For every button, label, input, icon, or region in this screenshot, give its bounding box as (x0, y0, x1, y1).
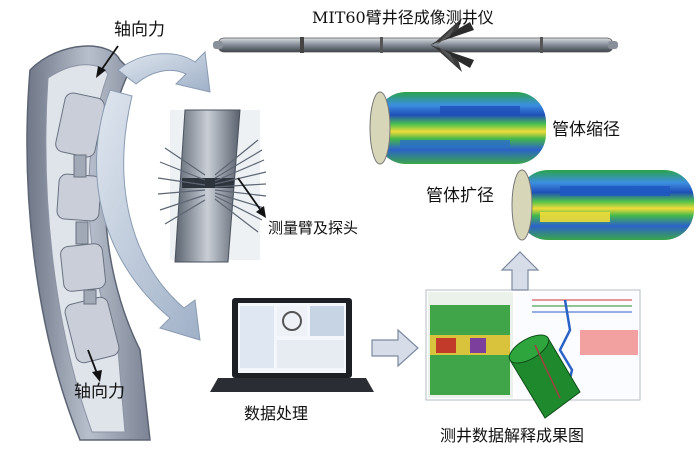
pipe-shrink-cylinder (369, 91, 546, 165)
axial-force-label-top: 轴向力 (114, 20, 165, 40)
data-processing-label: 数据处理 (244, 404, 309, 423)
pipe-expand-cylinder (511, 169, 694, 241)
curved-pipe (26, 45, 151, 441)
mit60-tool-image (213, 18, 618, 72)
result-map-image (425, 289, 641, 419)
result-map-label: 测井数据解释成果图 (440, 426, 585, 445)
flow-arrow-up (500, 251, 540, 291)
laptop-image (210, 298, 374, 392)
axial-force-arrow-bottom (87, 349, 102, 382)
probe-closeup-image (157, 109, 267, 263)
curved-flow-arrow-top (117, 50, 211, 93)
pipe-inner-tool (55, 92, 120, 364)
arm-probe-label: 测量臂及探头 (268, 219, 359, 237)
pipe-expand-label: 管体扩径 (426, 186, 494, 206)
green-pipe-3d (508, 334, 581, 419)
probe-fins (157, 139, 267, 233)
tool-arm-fan (430, 18, 474, 72)
axial-force-label-bottom: 轴向力 (74, 382, 125, 402)
pipe-shrink-label: 管体缩径 (552, 120, 620, 140)
curved-flow-arrow-bottom (96, 89, 201, 341)
axial-force-arrow-top (96, 45, 119, 78)
flow-arrow-right (371, 328, 419, 368)
tool-name-label: MIT60臂井径成像测井仪 (312, 8, 494, 27)
